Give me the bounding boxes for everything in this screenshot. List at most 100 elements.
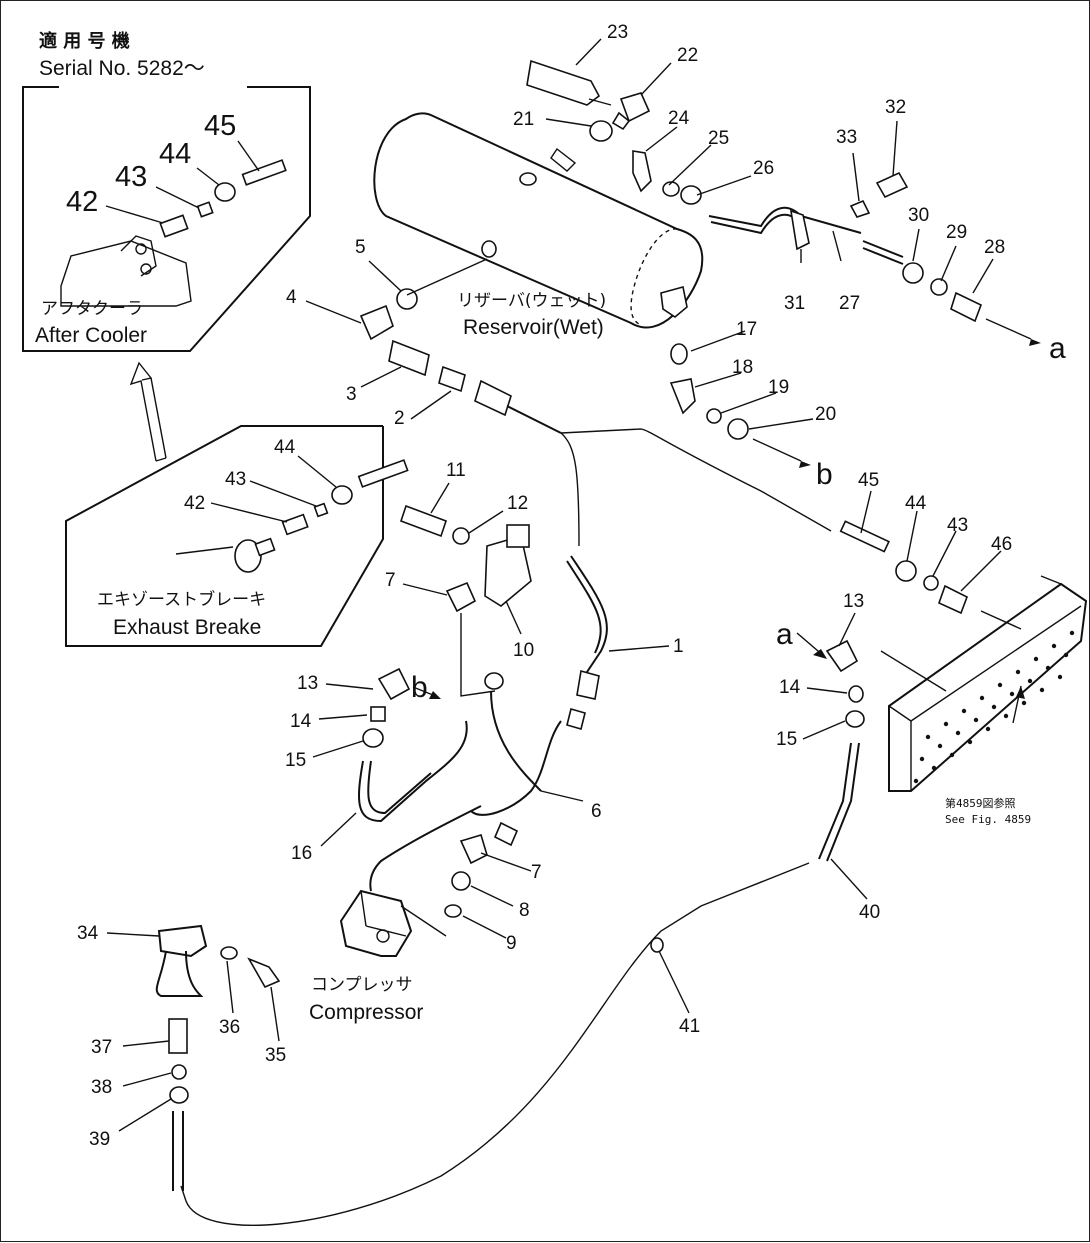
compressor: コンプレッサ Compressor xyxy=(309,889,447,1024)
compressor-label-jp: コンプレッサ xyxy=(311,975,413,995)
callout-43: 43 xyxy=(225,469,246,490)
callout-29: 29 xyxy=(946,222,967,243)
connector-a: a xyxy=(776,618,793,651)
manifold-port-hole xyxy=(1045,665,1051,671)
callout-7: 7 xyxy=(531,862,542,883)
callout-27: 27 xyxy=(839,293,860,314)
manifold-port-hole xyxy=(1069,630,1075,636)
valve-manifold-block xyxy=(880,575,1088,792)
manifold-port-hole xyxy=(949,752,955,758)
serial-number: Serial No. 5282～ xyxy=(39,57,205,80)
manifold-ports xyxy=(913,630,1075,784)
callout-35: 35 xyxy=(265,1045,286,1066)
callout-19: 19 xyxy=(768,377,789,398)
callout-37: 37 xyxy=(91,1037,112,1058)
after-cooler-label-jp: アフタクーラ xyxy=(41,299,143,319)
manifold-port-hole xyxy=(973,717,979,723)
callout-33: 33 xyxy=(836,127,857,148)
callout-17: 17 xyxy=(736,319,757,340)
callout-30: 30 xyxy=(908,205,929,226)
callout-20: 20 xyxy=(815,404,836,425)
callout-23: 23 xyxy=(607,22,628,43)
exhaust-brake-inset: 42 43 44 エキゾーストブレーキ Exhaust Breake xyxy=(65,425,409,647)
connector-b: b xyxy=(411,671,428,704)
connection-markers: a b b a xyxy=(411,332,1066,704)
callout-21: 21 xyxy=(513,109,534,130)
manifold-port-hole xyxy=(937,743,943,749)
manifold-port-hole xyxy=(1021,700,1027,706)
callout-24: 24 xyxy=(668,108,690,129)
manifold-port-hole xyxy=(967,739,973,745)
see-fig-jp: 第4859図参照 xyxy=(945,796,1016,810)
callout-14: 14 xyxy=(779,677,801,698)
manifold-port-hole xyxy=(1027,678,1033,684)
callout-39: 39 xyxy=(89,1129,110,1150)
callout-15: 15 xyxy=(285,750,306,771)
applicable-serial-jp: 適 用 号 機 xyxy=(39,30,130,52)
callout-3: 3 xyxy=(346,384,357,405)
callout-28: 28 xyxy=(984,237,1005,258)
callout-10: 10 xyxy=(513,640,534,661)
after-cooler-inset: 42 43 44 45 アフタクーラ After Cooler xyxy=(22,86,311,352)
callout-46: 46 xyxy=(991,534,1012,555)
manifold-port-hole xyxy=(997,682,1003,688)
manifold-port-hole xyxy=(955,730,961,736)
pressure-switch-icon xyxy=(526,59,601,106)
manifold-port-hole xyxy=(1015,669,1021,675)
manifold-port-hole xyxy=(931,765,937,771)
see-fig-en: See Fig. 4859 xyxy=(945,813,1031,826)
manifold-port-hole xyxy=(961,708,967,714)
manifold-port-hole xyxy=(925,734,931,740)
callout-44: 44 xyxy=(274,437,296,458)
air-horn xyxy=(155,924,281,1191)
callout-44: 44 xyxy=(159,138,191,170)
callout-36: 36 xyxy=(219,1017,240,1038)
manifold-port-hole xyxy=(985,726,991,732)
compressor-label: Compressor xyxy=(309,1001,423,1024)
callout-34: 34 xyxy=(77,923,99,944)
callout-numbers: 23 22 21 24 25 26 27 31 32 33 30 29 28 5… xyxy=(77,22,1012,1150)
callout-16: 16 xyxy=(291,843,312,864)
leader-lines xyxy=(106,38,1002,1132)
callout-32: 32 xyxy=(885,97,906,118)
manifold-port-hole xyxy=(1063,652,1069,658)
callout-14: 14 xyxy=(290,711,312,732)
reservoir-tank: リザーバ(ウェット) Reservoir(Wet) xyxy=(373,112,704,339)
callout-7: 7 xyxy=(385,570,396,591)
manifold-port-hole xyxy=(943,721,949,727)
exhaust-brake-label-jp: エキゾーストブレーキ xyxy=(97,589,266,610)
callout-26: 26 xyxy=(753,158,774,179)
drain-switch-assembly xyxy=(526,59,909,265)
callout-13: 13 xyxy=(843,591,864,612)
exhaust-brake-valve-icon xyxy=(234,539,262,573)
callout-4: 4 xyxy=(286,287,297,308)
callout-38: 38 xyxy=(91,1077,112,1098)
callout-43: 43 xyxy=(115,161,147,193)
callout-8: 8 xyxy=(519,900,530,921)
callout-5: 5 xyxy=(355,237,366,258)
callout-43: 43 xyxy=(947,515,968,536)
manifold-port-hole xyxy=(913,778,919,784)
callout-41: 41 xyxy=(679,1016,700,1037)
callout-15: 15 xyxy=(776,729,797,750)
callout-42: 42 xyxy=(66,186,98,218)
reservoir-label: Reservoir(Wet) xyxy=(463,316,604,339)
callout-12: 12 xyxy=(507,493,528,514)
manifold-port-hole xyxy=(991,704,997,710)
callout-42: 42 xyxy=(184,493,205,514)
after-cooler-label: After Cooler xyxy=(35,324,147,347)
reservoir-label-jp: リザーバ(ウェット) xyxy=(457,291,606,311)
callout-44: 44 xyxy=(905,493,927,514)
callout-13: 13 xyxy=(297,673,318,694)
manifold-port-hole xyxy=(979,695,985,701)
connector-a: a xyxy=(1049,332,1066,365)
callout-6: 6 xyxy=(591,801,602,822)
manifold-port-hole xyxy=(1039,687,1045,693)
callout-22: 22 xyxy=(677,45,698,66)
reference-arrow xyxy=(129,361,157,462)
connector-b: b xyxy=(816,458,833,491)
manifold-port-hole xyxy=(1033,656,1039,662)
callout-9: 9 xyxy=(506,933,517,954)
